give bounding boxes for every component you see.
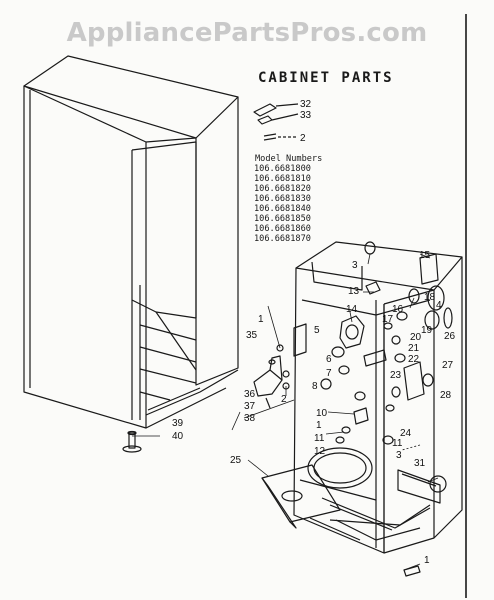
callout-label: 11 bbox=[314, 433, 325, 444]
callout-label: 6 bbox=[326, 354, 332, 365]
callout-label: 8 bbox=[312, 381, 318, 392]
callout-label: 2 bbox=[300, 133, 306, 144]
callout-label: 17 bbox=[382, 314, 394, 325]
callout-label: 25 bbox=[230, 455, 242, 466]
callout-label: 16 bbox=[392, 304, 404, 315]
diagram-title: CABINET PARTS bbox=[258, 70, 394, 86]
model-number: 106.6681860 bbox=[254, 224, 311, 234]
callout-label: 3 bbox=[396, 450, 402, 461]
panel-part bbox=[261, 464, 341, 523]
callout-label: 22 bbox=[408, 354, 420, 365]
callout-label: 2 bbox=[281, 394, 287, 405]
callout-label: 1 bbox=[316, 420, 322, 431]
callout-label: 1 bbox=[424, 555, 430, 566]
hinge-assembly bbox=[253, 344, 290, 409]
cabinet-liner bbox=[293, 241, 463, 554]
callout-label: 1 bbox=[258, 314, 264, 325]
callout-label: 36 bbox=[244, 389, 256, 400]
callout-label: 40 bbox=[172, 431, 184, 442]
watermark: AppliancePartsPros.com bbox=[66, 18, 428, 48]
callout-label: 31 bbox=[414, 458, 426, 469]
callout-label: 10 bbox=[316, 408, 328, 419]
callout-label: 13 bbox=[348, 286, 360, 297]
leader-lines bbox=[132, 253, 439, 571]
leveling-leg bbox=[122, 430, 142, 453]
callout-label: 11 bbox=[392, 438, 403, 449]
model-number: 106.6681830 bbox=[254, 194, 311, 204]
callout-label: 27 bbox=[442, 360, 454, 371]
model-number: 106.6681820 bbox=[254, 184, 311, 194]
model-numbers-heading: Model Numbers bbox=[255, 154, 323, 164]
callout-label: 20 bbox=[410, 332, 422, 343]
callout-label: 33 bbox=[300, 110, 312, 121]
panel-edge bbox=[261, 477, 297, 529]
callout-label: 18 bbox=[424, 292, 436, 303]
callout-label: 15 bbox=[419, 250, 431, 261]
callout-labels: 32 33 2 3 15 13 14 18 16 4 17 26 5 1 19 … bbox=[172, 99, 456, 566]
callout-label: 14 bbox=[346, 304, 358, 315]
callout-label: 4 bbox=[436, 300, 442, 311]
callout-label: 24 bbox=[400, 428, 412, 439]
callout-label: 32 bbox=[300, 99, 312, 110]
callout-label: 37 bbox=[244, 401, 256, 412]
callout-label: 39 bbox=[172, 418, 184, 429]
callout-label: 26 bbox=[444, 331, 456, 342]
model-number: 106.6681840 bbox=[254, 204, 311, 214]
callout-label: 7 bbox=[326, 368, 332, 379]
callout-label: 35 bbox=[246, 330, 258, 341]
callout-label: 38 bbox=[244, 413, 256, 424]
callout-label: 5 bbox=[314, 325, 320, 336]
cabinet-shell bbox=[23, 55, 239, 429]
model-number: 106.6681800 bbox=[254, 164, 311, 174]
callout-label: 28 bbox=[440, 390, 452, 401]
trim-parts bbox=[253, 103, 299, 141]
callout-label: 19 bbox=[421, 325, 433, 336]
callout-label: 12 bbox=[314, 446, 326, 457]
callout-label: 23 bbox=[390, 370, 402, 381]
model-number: 106.6681810 bbox=[254, 174, 311, 184]
model-number: 106.6681870 bbox=[254, 234, 311, 244]
model-number: 106.6681850 bbox=[254, 214, 311, 224]
callout-label: 21 bbox=[408, 343, 420, 354]
callout-label: 3 bbox=[352, 260, 358, 271]
panel-hole bbox=[281, 490, 303, 502]
